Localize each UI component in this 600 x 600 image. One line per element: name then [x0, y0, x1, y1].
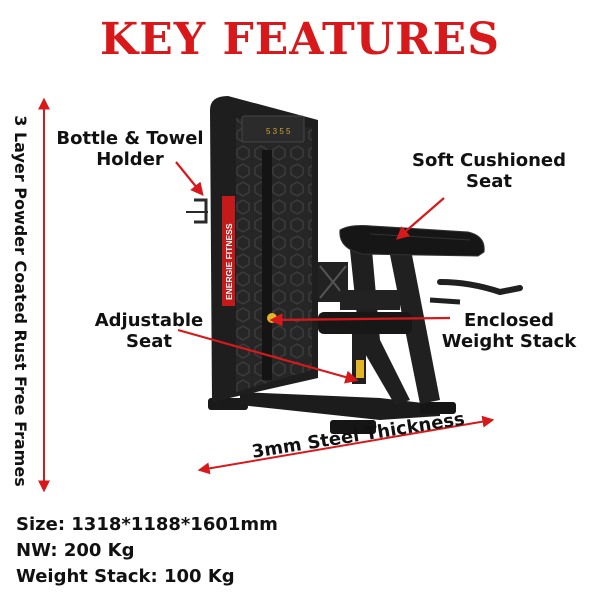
adjustable-seat-line1: Adjustable: [94, 310, 204, 331]
page-title: KEY FEATURES: [99, 14, 500, 65]
seat-arrow: [396, 197, 445, 240]
thickness-dimension-arrow: [197, 415, 495, 475]
svg-text:5 3 5 5: 5 3 5 5: [266, 127, 291, 136]
bottle-holder-line1: Bottle & Towel: [56, 128, 204, 149]
adjustable-seat-line2: Seat: [126, 331, 172, 352]
spec-size: Size: 1318*1188*1601mm: [16, 514, 278, 535]
weight-stack-line1: Enclosed: [463, 310, 555, 331]
bottle-holder-line2: Holder: [96, 149, 164, 170]
weight-stack-label: Enclosed Weight Stack: [434, 310, 584, 352]
weight-stack-line2: Weight Stack: [441, 331, 577, 352]
seat-cushion-line1: Soft Cushioned: [411, 150, 567, 171]
adjustable-seat-arrow: [177, 328, 359, 384]
seat-cushion-label: Soft Cushioned Seat: [404, 150, 574, 192]
weight-stack-arrow: [269, 313, 451, 327]
brand-text: ENERGIE FITNESS: [224, 223, 234, 300]
adjustable-seat-label: Adjustable Seat: [84, 310, 214, 352]
spec-list: Size: 1318*1188*1601mm NW: 200 Kg Weight…: [16, 512, 278, 590]
machine-frame: 5 3 5 5 ENERGIE FITNESS: [186, 96, 523, 434]
towel-holder-arrow: [175, 161, 204, 197]
spec-net-weight: NW: 200 Kg: [16, 540, 135, 561]
spec-weight-stack: Weight Stack: 100 Kg: [16, 566, 235, 587]
bottle-holder-label: Bottle & Towel Holder: [50, 128, 210, 170]
seat-cushion-line2: Seat: [466, 171, 512, 192]
